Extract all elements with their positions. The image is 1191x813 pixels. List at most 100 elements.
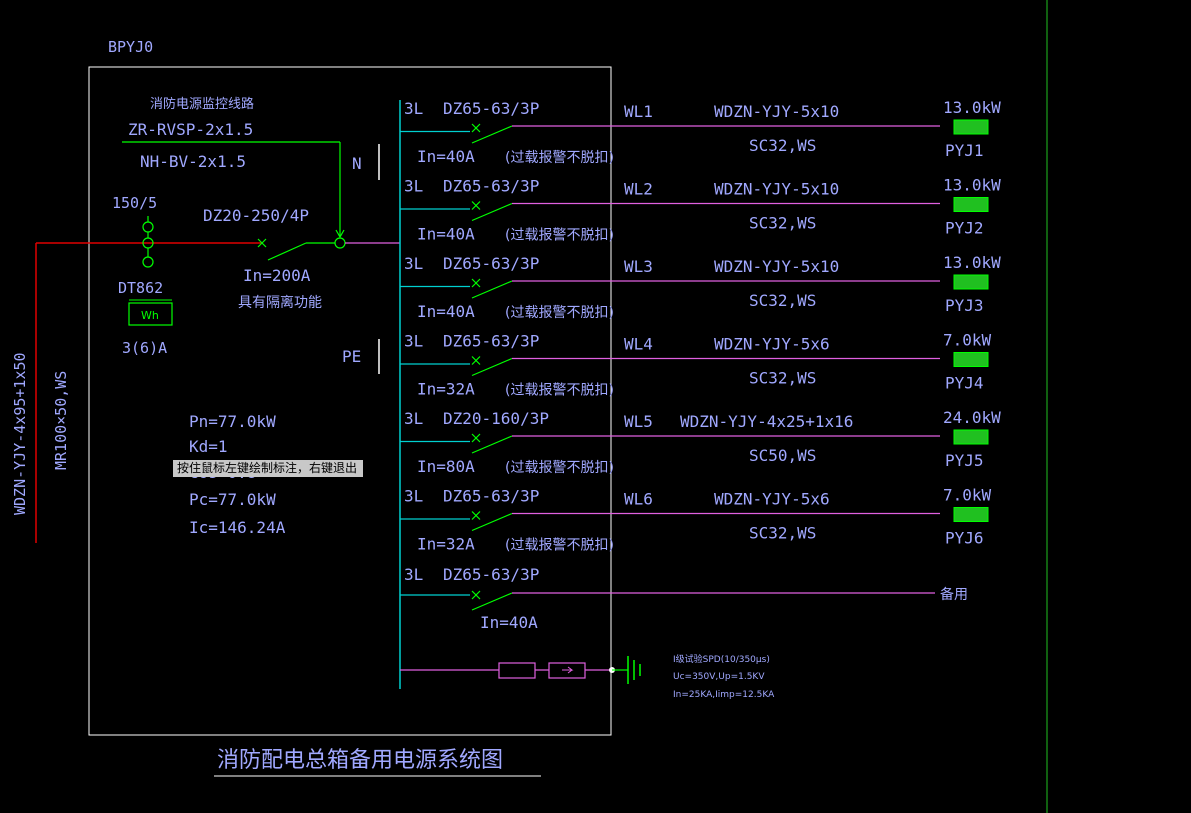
main-breaker-in: In=200A bbox=[243, 266, 311, 285]
feeder-alarm-note: (过载报警不脱扣) bbox=[505, 460, 614, 476]
feeder-wl: WL6 bbox=[624, 490, 653, 509]
main-breaker-icon bbox=[257, 237, 346, 261]
feeder-conduit: SC32,WS bbox=[749, 524, 816, 543]
feeder-conduit: SC32,WS bbox=[749, 369, 816, 388]
pc-value: Pc=77.0kW bbox=[189, 490, 276, 509]
monitor-cable-2: NH-BV-2x1.5 bbox=[140, 152, 246, 171]
feeder-in: In=40A bbox=[417, 147, 475, 166]
feeder-wl: WL4 bbox=[624, 335, 653, 354]
feeder-pole: 3L bbox=[404, 177, 423, 196]
feeder-breaker-model: DZ65-63/3P bbox=[443, 332, 539, 351]
feeder-in: In=80A bbox=[417, 457, 475, 476]
ic-value: Ic=146.24A bbox=[189, 518, 286, 537]
feeder-row: 3L DZ65-63/3P In=40A (过载报警不脱扣) WL3 WDZN-YJY-5… bbox=[400, 253, 1001, 321]
feeder-in: In=40A bbox=[417, 302, 475, 321]
feeder-cable: WDZN-YJY-5x6 bbox=[714, 335, 830, 354]
monitor-cable-1: ZR-RVSP-2x1.5 bbox=[128, 120, 253, 139]
spd-arrow-icon bbox=[562, 666, 574, 674]
feeder-breaker-icon bbox=[471, 433, 513, 454]
feeder-cable: WDZN-YJY-5x10 bbox=[714, 102, 839, 121]
pn-value: Pn=77.0kW bbox=[189, 412, 276, 431]
spd-circuit: I级试验SPD(10/350μs) Uc=350V,Up=1.5KV In=25… bbox=[400, 653, 775, 700]
feeder-load-name: PYJ1 bbox=[945, 141, 984, 160]
feeder-breaker-icon bbox=[471, 278, 513, 299]
feeder-breaker-icon bbox=[471, 123, 513, 144]
feeder-breaker-model: DZ65-63/3P bbox=[443, 254, 539, 273]
feeder-in: In=40A bbox=[417, 225, 475, 244]
feeder-conduit: SC50,WS bbox=[749, 446, 816, 465]
meter-symbol: Wh bbox=[141, 309, 159, 322]
monitor-title: 消防电源监控线路 bbox=[150, 96, 254, 112]
feeder-pole: 3L bbox=[404, 409, 423, 428]
feeder-load-name: PYJ3 bbox=[945, 296, 984, 315]
feeder-breaker-model: DZ65-63/3P bbox=[443, 487, 539, 506]
spd-spec-1: I级试验SPD(10/350μs) bbox=[673, 653, 770, 665]
feeder-breaker-icon bbox=[471, 201, 513, 222]
n-label: N bbox=[352, 154, 362, 173]
spd-spec-2: Uc=350V,Up=1.5KV bbox=[673, 672, 765, 682]
load-symbol-icon bbox=[953, 429, 989, 445]
feeder-breaker-icon bbox=[471, 356, 513, 377]
feeder-alarm-note: (过载报警不脱扣) bbox=[505, 383, 614, 399]
feeder-alarm-note: (过载报警不脱扣) bbox=[505, 228, 614, 244]
ct-ratio: 150/5 bbox=[112, 194, 157, 212]
feeder-power: 13.0kW bbox=[943, 176, 1001, 195]
spd-spec-3: In=25KA,Iimp=12.5KA bbox=[673, 690, 775, 700]
load-symbol-icon bbox=[953, 197, 989, 212]
feeder-conduit: SC32,WS bbox=[749, 214, 816, 233]
incoming-conduit: MR100×50,WS bbox=[52, 371, 70, 470]
spare-pole: 3L bbox=[404, 565, 423, 584]
feeder-alarm-note: (过载报警不脱扣) bbox=[505, 150, 614, 166]
feeder-pole: 3L bbox=[404, 254, 423, 273]
feeder-wl: WL5 bbox=[624, 412, 653, 431]
main-breaker-model: DZ20-250/4P bbox=[203, 206, 309, 225]
drawing-title: 消防配电总箱备用电源系统图 bbox=[217, 748, 503, 773]
current-transformer-icon bbox=[142, 216, 154, 268]
feeder-cable: WDZN-YJY-4x25+1x16 bbox=[680, 412, 853, 431]
load-symbol-icon bbox=[953, 507, 989, 522]
feeder-power: 13.0kW bbox=[943, 98, 1001, 117]
box-id: BPYJ0 bbox=[108, 38, 153, 56]
feeder-breaker-model: DZ20-160/3P bbox=[443, 409, 549, 428]
feeder-cable: WDZN-YJY-5x6 bbox=[714, 490, 830, 509]
feeder-breaker-model: DZ65-63/3P bbox=[443, 99, 539, 118]
spd-fuse-icon bbox=[498, 662, 536, 679]
feeder-wl: WL2 bbox=[624, 180, 653, 199]
feeder-wl: WL1 bbox=[624, 102, 653, 121]
feeder-power: 13.0kW bbox=[943, 253, 1001, 272]
feeder-load-name: PYJ2 bbox=[945, 219, 984, 238]
feeder-conduit: SC32,WS bbox=[749, 291, 816, 310]
feeder-pole: 3L bbox=[404, 332, 423, 351]
load-symbol-icon bbox=[953, 119, 989, 135]
feeder-power: 24.0kW bbox=[943, 408, 1001, 427]
spare-breaker-model: DZ65-63/3P bbox=[443, 565, 539, 584]
feeder-power: 7.0kW bbox=[943, 486, 992, 505]
spare-circuit: 3L DZ65-63/3P In=40A 备用 bbox=[400, 565, 968, 632]
spare-breaker-icon bbox=[471, 590, 513, 611]
spare-in: In=40A bbox=[480, 613, 538, 632]
incoming-cable: WDZN-YJY-4x95+1x50 bbox=[11, 352, 29, 515]
kd-value: Kd=1 bbox=[189, 437, 228, 456]
feeder-in: In=32A bbox=[417, 380, 475, 399]
feeder-cable: WDZN-YJY-5x10 bbox=[714, 180, 839, 199]
main-breaker-note: 具有隔离功能 bbox=[238, 294, 322, 311]
feeder-load-name: PYJ4 bbox=[945, 374, 984, 393]
feeder-breaker-icon bbox=[471, 511, 513, 532]
feeder-alarm-note: (过载报警不脱扣) bbox=[505, 538, 614, 554]
spare-label: 备用 bbox=[940, 586, 968, 603]
meter-rating: 3(6)A bbox=[122, 339, 167, 357]
energy-meter-icon bbox=[128, 302, 173, 326]
feeder-row: 3L DZ65-63/3P In=40A (过载报警不脱扣) WL2 WDZN-YJY-5… bbox=[400, 176, 1001, 244]
feeder-wl: WL3 bbox=[624, 257, 653, 276]
feeder-load-name: PYJ5 bbox=[945, 451, 984, 470]
feeder-alarm-note: (过载报警不脱扣) bbox=[505, 305, 614, 321]
feeder-breaker-model: DZ65-63/3P bbox=[443, 177, 539, 196]
feeder-cable: WDZN-YJY-5x10 bbox=[714, 257, 839, 276]
feeder-power: 7.0kW bbox=[943, 331, 992, 350]
meter-model: DT862 bbox=[118, 279, 163, 297]
monitor-arrow-icon bbox=[335, 229, 345, 239]
